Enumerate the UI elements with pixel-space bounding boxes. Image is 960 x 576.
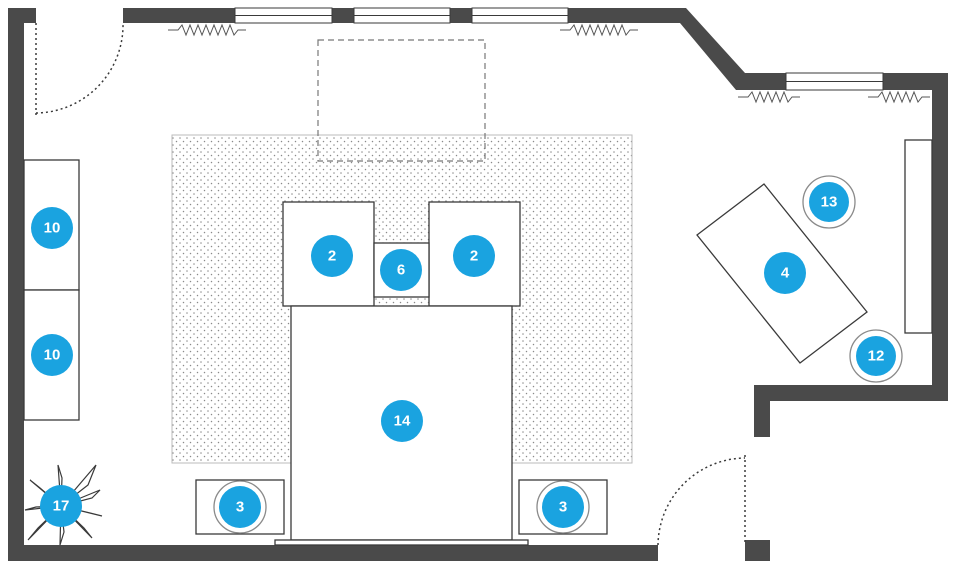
wall-cabinet: [904, 139, 933, 334]
wall-left: [8, 8, 24, 561]
bed-foot: [274, 539, 529, 546]
badge-bench-label: 6: [397, 262, 405, 279]
badge-desk: 4: [764, 252, 806, 294]
badge-chair-top: 13: [809, 182, 849, 222]
badge-dresser-top: 10: [31, 207, 73, 249]
radiator-icon: [738, 90, 800, 104]
badge-nightstand-left: 2: [311, 235, 353, 277]
radiator-icon: [168, 23, 930, 104]
walls: [8, 8, 948, 561]
wall-top-right-a: [736, 73, 786, 90]
wall-notch-vertical-low: [745, 540, 770, 561]
badge-lamp-left: 3: [219, 486, 261, 528]
wall-top-a: [123, 8, 235, 23]
badge-nightstand-left-label: 2: [328, 248, 336, 265]
badge-chair-bottom-label: 12: [868, 348, 885, 365]
badge-desk-label: 4: [781, 265, 790, 282]
badge-plant-label: 17: [53, 498, 70, 515]
wall-top-right-b: [883, 73, 948, 90]
badge-bed-label: 14: [394, 413, 411, 430]
wall-right: [932, 73, 948, 401]
badge-lamp-left-label: 3: [236, 499, 244, 516]
badge-lamp-right-label: 3: [559, 499, 567, 516]
badge-plant: 17: [40, 485, 82, 527]
wall-diagonal: [680, 8, 745, 90]
door-swing-icon: [35, 22, 746, 546]
badge-bed: 14: [381, 400, 423, 442]
wall-top-d: [568, 8, 686, 23]
wall-notch-stub: [754, 401, 770, 437]
radiator-icon: [868, 90, 930, 104]
door-top-left-arc: [35, 22, 124, 114]
badge-lamp-right: 3: [542, 486, 584, 528]
radiator-icon: [168, 23, 246, 37]
wall-bottom: [8, 545, 658, 561]
wall-top-left: [8, 8, 36, 23]
wall-notch: [754, 385, 948, 401]
radiator-icon: [560, 23, 638, 37]
overhead-outline: [317, 39, 486, 162]
badge-dresser-bottom: 10: [31, 334, 73, 376]
badge-dresser-top-label: 10: [44, 220, 61, 237]
windows: [234, 7, 884, 91]
badge-nightstand-right-label: 2: [470, 248, 478, 265]
wall-top-c: [450, 8, 472, 23]
badge-chair-bottom: 12: [856, 336, 896, 376]
badge-bench: 6: [380, 249, 422, 291]
number-badges: 10 10 2 6 2 14 3 3: [31, 182, 896, 528]
door-bottom-right-arc: [657, 457, 746, 546]
badge-nightstand-right: 2: [453, 235, 495, 277]
wall-top-b: [332, 8, 354, 23]
badge-dresser-bottom-label: 10: [44, 347, 61, 364]
badge-chair-top-label: 13: [821, 194, 838, 211]
